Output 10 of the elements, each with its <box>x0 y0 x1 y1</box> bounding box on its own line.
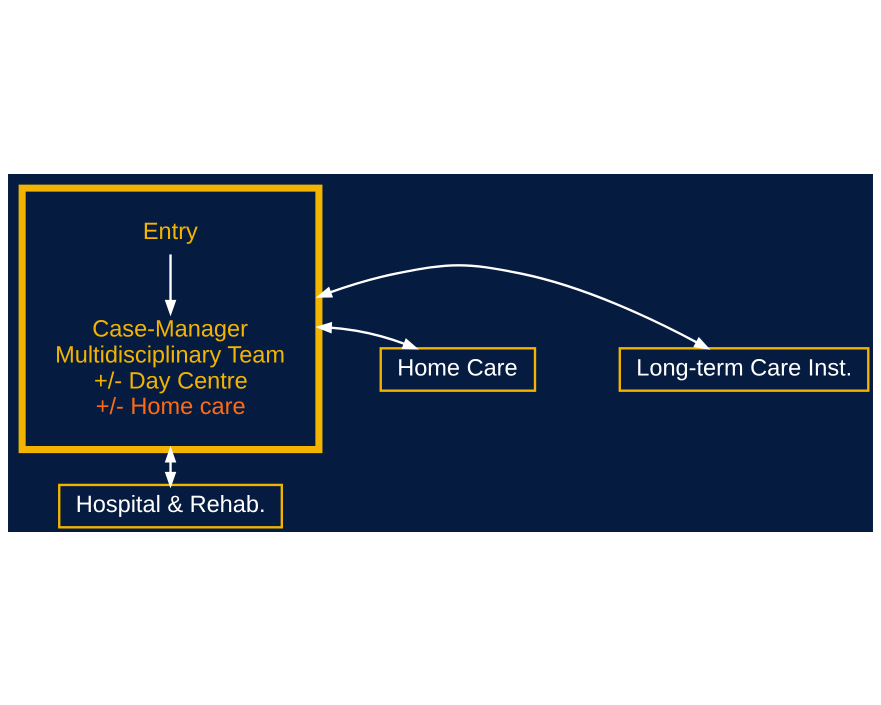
arrow <box>164 446 176 488</box>
arrow <box>164 254 176 316</box>
node-box: Long-term Care Inst. <box>618 346 870 392</box>
node-text: Case-Manager Multidisciplinary Team +/- Day Centre +/- Home care <box>55 315 286 419</box>
cluster <box>18 184 322 453</box>
arrow <box>316 264 710 350</box>
arrow <box>315 321 420 350</box>
node-text: Entry <box>142 217 198 244</box>
node-box: Hospital & Rehab. <box>58 483 283 528</box>
node-box: Home Care <box>380 346 536 392</box>
